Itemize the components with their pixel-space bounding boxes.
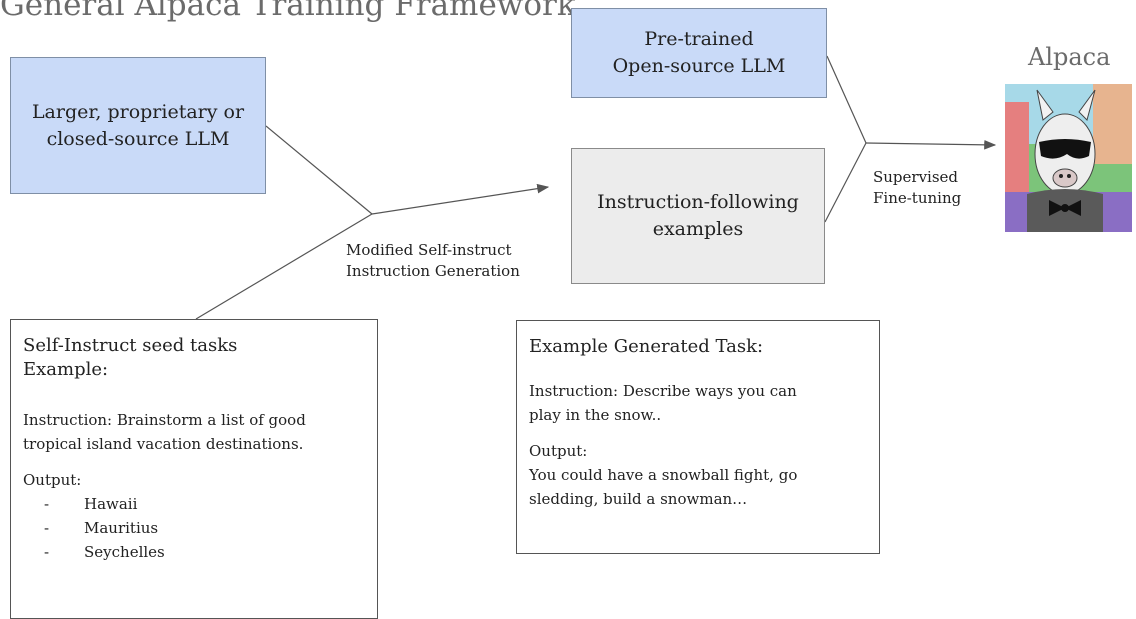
list-item: -Seychelles <box>44 543 165 561</box>
instruction-examples-box: Instruction-following examples <box>571 148 825 284</box>
line-open-llm <box>826 55 867 144</box>
generated-output-line-1: You could have a snowball fight, go <box>529 466 798 484</box>
self-instruct-caption: Modified Self-instruct Instruction Gener… <box>346 241 520 280</box>
arrow-to-alpaca <box>865 140 997 150</box>
alpaca-illustration <box>1005 84 1132 232</box>
seed-tasks-title: Self-Instruct seed tasks Example: <box>23 335 238 380</box>
seed-tasks-panel: Self-Instruct seed tasks Example: Instru… <box>10 319 378 619</box>
open-source-llm-box: Pre-trained Open-source LLM <box>571 8 827 98</box>
generated-output-label: Output: <box>529 442 588 460</box>
line-seed-tasks <box>195 213 373 320</box>
page-title: General Alpaca Training Framework <box>0 0 576 23</box>
closed-source-llm-label: Larger, proprietary or closed-source LLM <box>31 100 245 150</box>
seed-output-label: Output: <box>23 471 82 489</box>
finetune-caption: Supervised Fine-tuning <box>873 168 962 207</box>
generated-task-panel: Example Generated Task: Instruction: Des… <box>516 320 880 554</box>
generated-task-title: Example Generated Task: <box>529 336 764 357</box>
connector-lines <box>195 55 997 320</box>
closed-source-llm-box: Larger, proprietary or closed-source LLM <box>10 57 266 194</box>
line-closed-llm <box>265 125 373 215</box>
generated-output-line-2: sledding, build a snowman… <box>529 490 748 508</box>
generated-instruction-line-2: play in the snow.. <box>529 406 662 424</box>
arrow-to-examples <box>371 183 550 215</box>
alpaca-label: Alpaca <box>1028 43 1111 71</box>
open-source-llm-label: Pre-trained Open-source LLM <box>612 28 786 77</box>
list-item: -Mauritius <box>44 519 159 537</box>
list-item: -Hawaii <box>44 495 138 513</box>
seed-instruction-line-2: tropical island vacation destinations. <box>23 435 304 453</box>
instruction-examples-label: Instruction-following examples <box>597 191 799 240</box>
generated-instruction-line-1: Instruction: Describe ways you can <box>529 382 797 400</box>
line-examples <box>824 142 867 223</box>
seed-instruction-line-1: Instruction: Brainstorm a list of good <box>23 411 306 429</box>
